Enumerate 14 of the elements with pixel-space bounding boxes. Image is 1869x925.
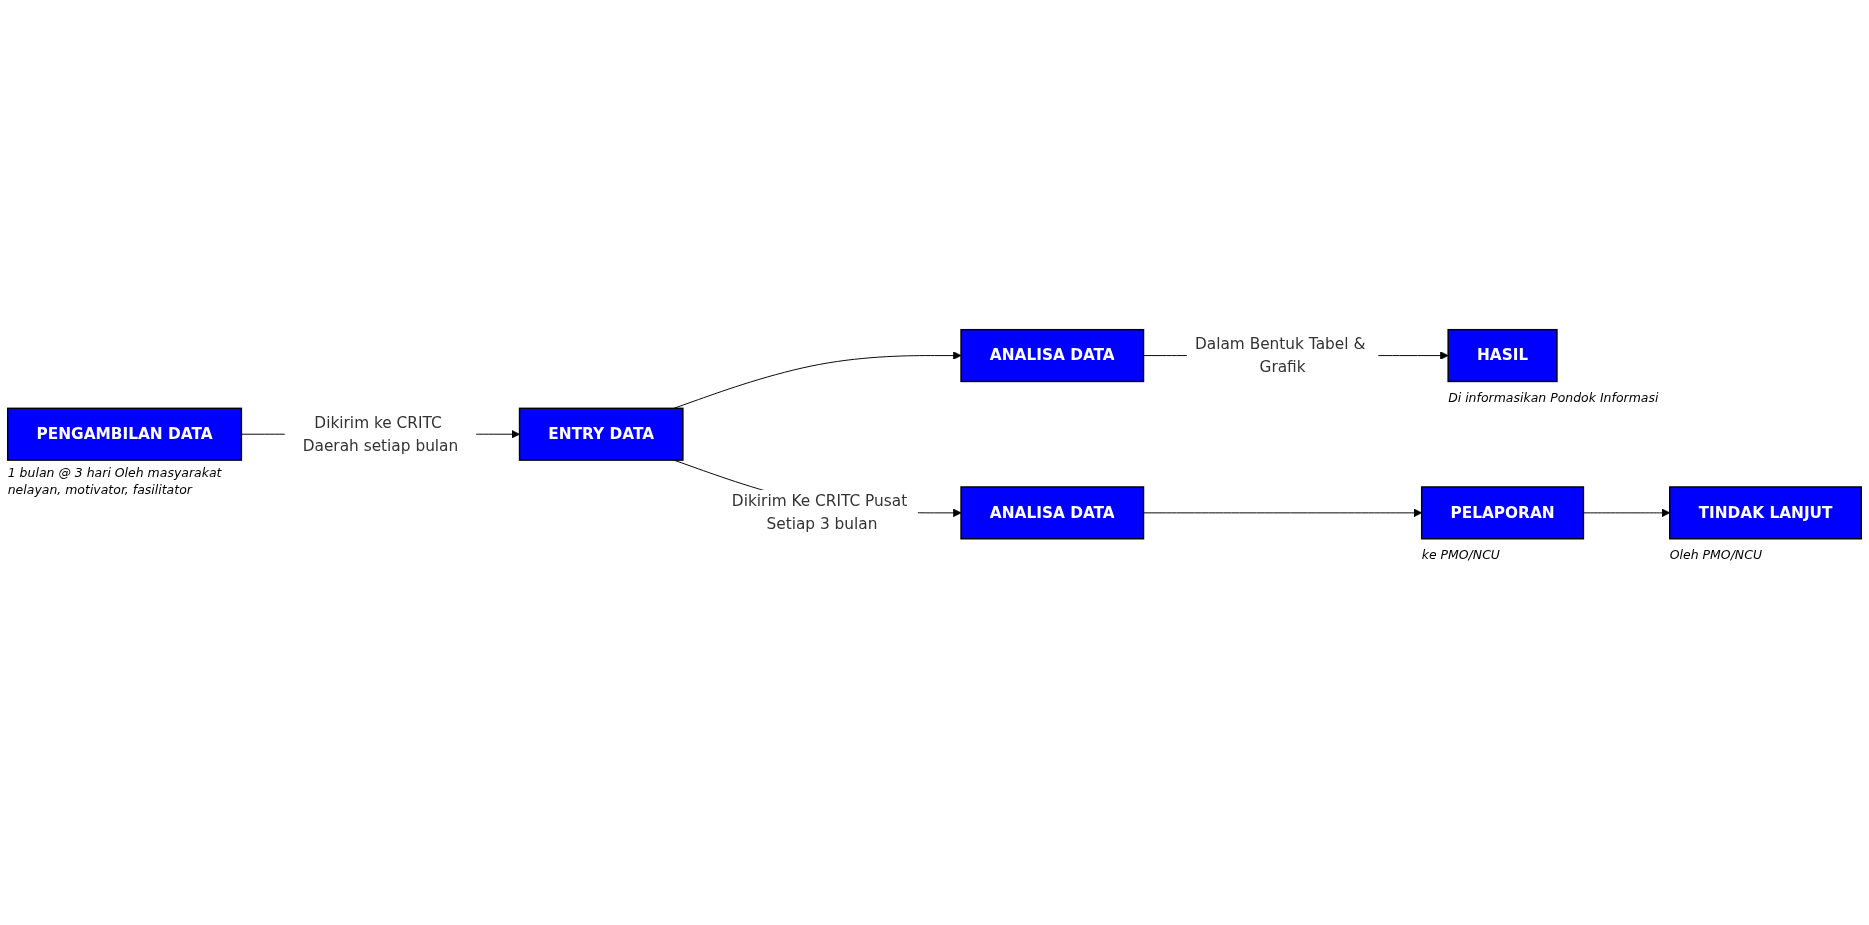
node-box: ANALISA DATA [960,486,1145,540]
edge-label: Dalam Bentuk Tabel & Grafik [1194,334,1366,377]
node-box: HASIL [1447,329,1558,383]
node-box: PELAPORAN [1420,486,1585,540]
node-note: ke PMO/NCU [1421,547,1500,565]
node-box: PENGAMBILAN DATA [7,408,243,462]
edge-label: Dikirim ke CRITC Daerah setiap bulan [302,413,459,455]
edge-label: Dikirim Ke CRITC Pusat Setiap 3 bulan [731,492,908,534]
node-box: ANALISA DATA [960,329,1145,383]
node-box: TINDAK LANJUT [1669,486,1862,540]
node-note: 1 bulan @ 3 hari Oleh masyarakat nelayan, motivator, fasilitator [7,466,223,499]
node-note: Oleh PMO/NCU [1669,547,1762,565]
node-note: Di informasikan Pondok Informasi [1448,390,1659,407]
node-box: ENTRY DATA [518,408,684,462]
